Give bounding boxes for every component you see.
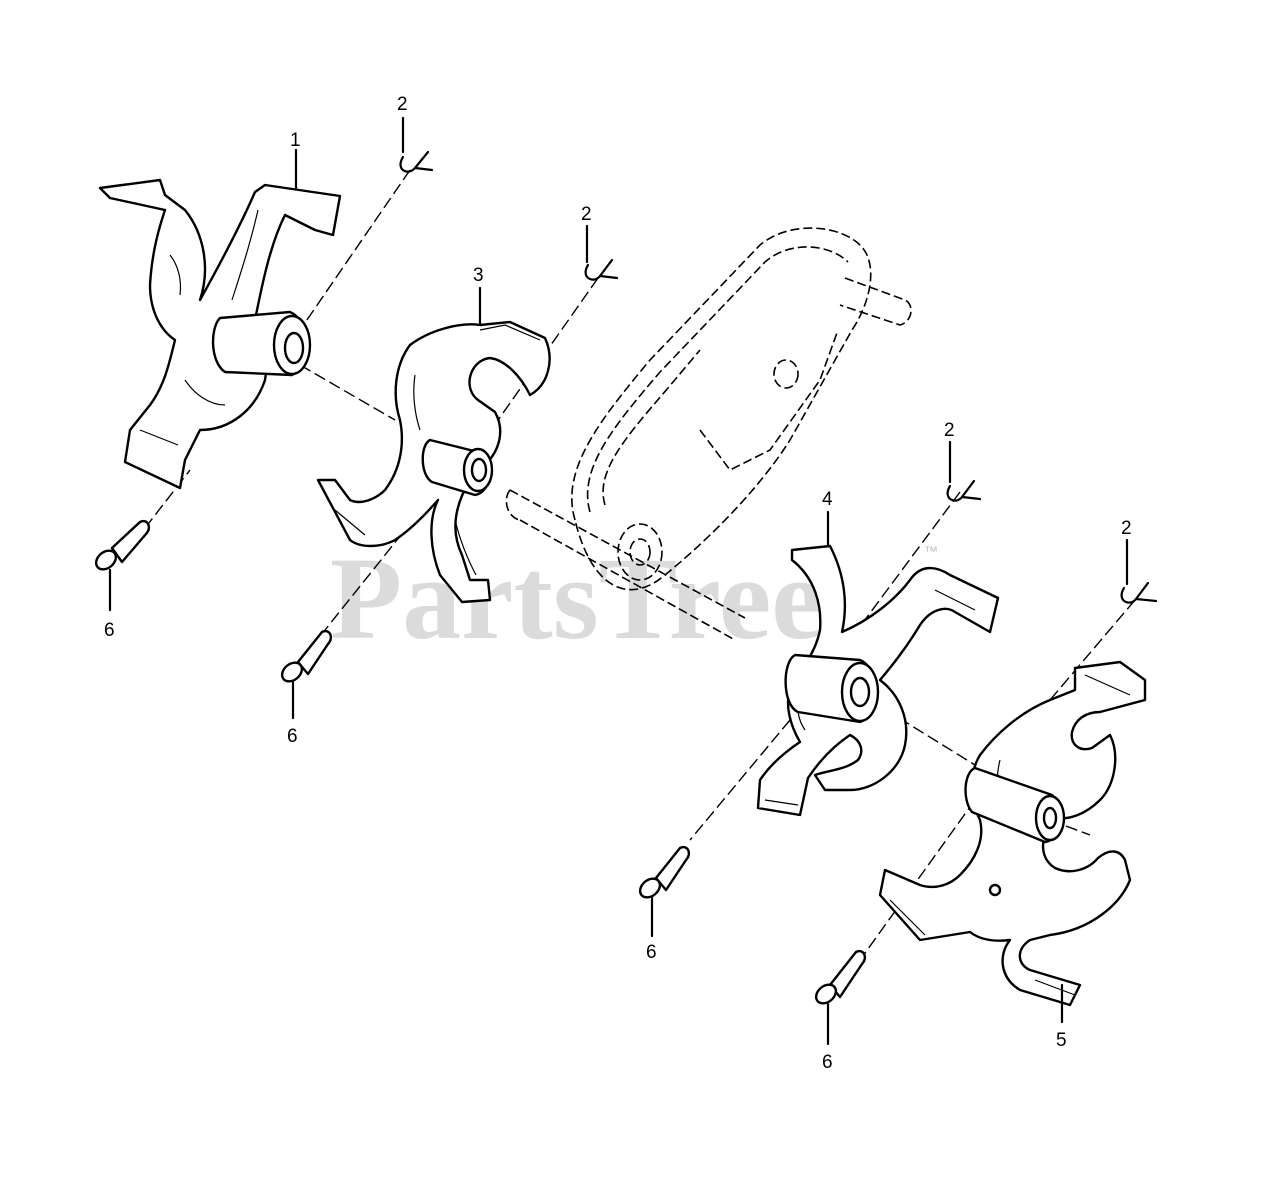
- leader-lines: [108, 116, 1129, 1046]
- callout-tine-outer-right: 5: [1056, 1030, 1067, 1051]
- tine-outer-left: [98, 178, 342, 490]
- watermark: PartsTree ™: [330, 533, 938, 664]
- callout-tine-inner-right: 4: [822, 489, 833, 510]
- callout-tine-outer-left: 1: [290, 130, 301, 151]
- watermark-text: PartsTree: [330, 533, 824, 664]
- callout-tine-inner-left: 3: [473, 265, 484, 286]
- clevis-pin-c: [638, 845, 691, 899]
- clevis-pin-a: [94, 519, 151, 571]
- callout-pin-c: 6: [646, 942, 657, 963]
- hairpin-clip-c: [946, 479, 982, 502]
- hairpin-clip-b: [584, 258, 619, 281]
- hairpin-clip-a: [399, 150, 434, 173]
- clevis-pin-b: [280, 629, 333, 683]
- callout-pin-b: 6: [287, 726, 298, 747]
- callouts: 1 2 2 3 2 4 2 5 6 6 6 6: [104, 94, 1132, 1073]
- callout-clip-d: 2: [1121, 518, 1132, 539]
- watermark-trademark: ™: [924, 543, 938, 559]
- callout-pin-d: 6: [822, 1052, 833, 1073]
- gearbox-housing-phantom: [505, 227, 912, 641]
- callout-pin-a: 6: [104, 620, 115, 641]
- callout-clip-a: 2: [397, 94, 408, 115]
- callout-clip-b: 2: [581, 204, 592, 225]
- tine-outer-right: [878, 660, 1147, 1007]
- callout-clip-c: 2: [944, 420, 955, 441]
- hairpin-clip-d: [1120, 581, 1158, 604]
- clevis-pin-d: [814, 949, 867, 1005]
- tine-inner-right: [756, 544, 1000, 817]
- tine-inner-left: [316, 320, 551, 604]
